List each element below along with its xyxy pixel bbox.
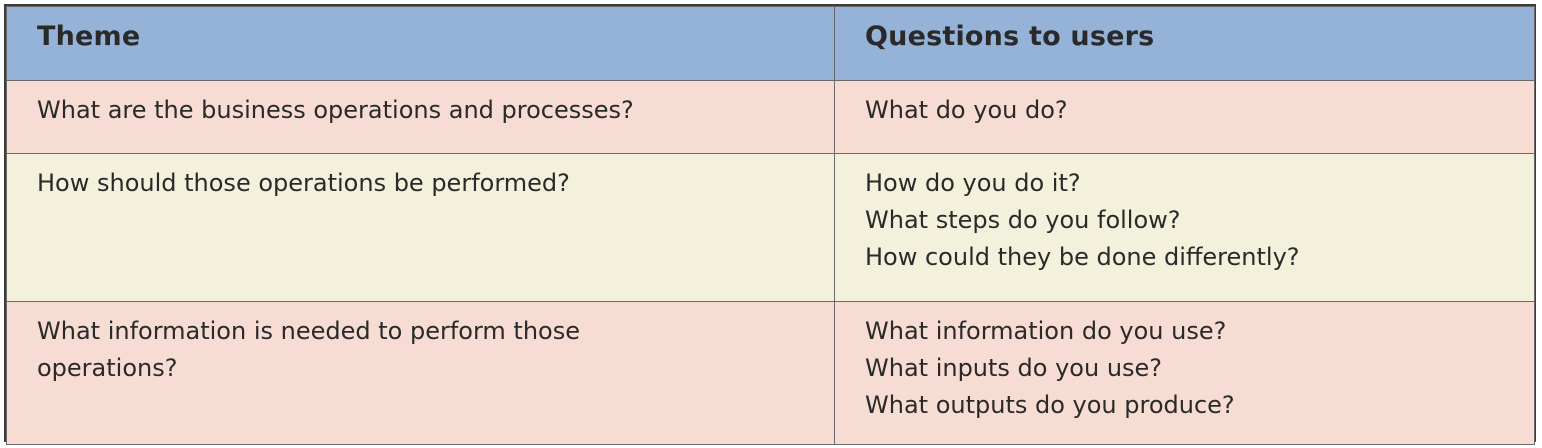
questions-cell: What information do you use? What inputs… xyxy=(834,301,1535,445)
questions-cell: How do you do it? What steps do you foll… xyxy=(834,153,1535,302)
theme-text: What are the business operations and pro… xyxy=(37,96,634,124)
question-text: How do you do it? xyxy=(865,169,1081,197)
table-row: What information is needed to perform th… xyxy=(6,301,1535,445)
theme-cell: What information is needed to perform th… xyxy=(6,301,835,445)
themes-questions-table-frame: Theme Questions to users What are the bu… xyxy=(4,4,1536,445)
header-questions-to-users: Questions to users xyxy=(834,6,1535,81)
question-text: What do you do? xyxy=(865,96,1068,124)
question-text: What information do you use? xyxy=(865,317,1227,345)
theme-text-line: What information is needed to perform th… xyxy=(37,317,580,345)
table-row: How should those operations be performed… xyxy=(6,153,1535,302)
question-text: What inputs do you use? xyxy=(865,354,1163,382)
question-text: What outputs do you produce? xyxy=(865,391,1235,419)
table-row: What are the business operations and pro… xyxy=(6,80,1535,154)
question-text: How could they be done differently? xyxy=(865,243,1300,271)
themes-questions-table: Theme Questions to users What are the bu… xyxy=(6,6,1535,445)
theme-cell: What are the business operations and pro… xyxy=(6,80,835,154)
theme-text: How should those operations be performed… xyxy=(37,169,570,197)
theme-cell: How should those operations be performed… xyxy=(6,153,835,302)
table-header-row: Theme Questions to users xyxy=(6,6,1535,81)
header-theme: Theme xyxy=(6,6,835,81)
questions-cell: What do you do? xyxy=(834,80,1535,154)
theme-text-line: operations? xyxy=(37,354,178,382)
question-text: What steps do you follow? xyxy=(865,206,1181,234)
